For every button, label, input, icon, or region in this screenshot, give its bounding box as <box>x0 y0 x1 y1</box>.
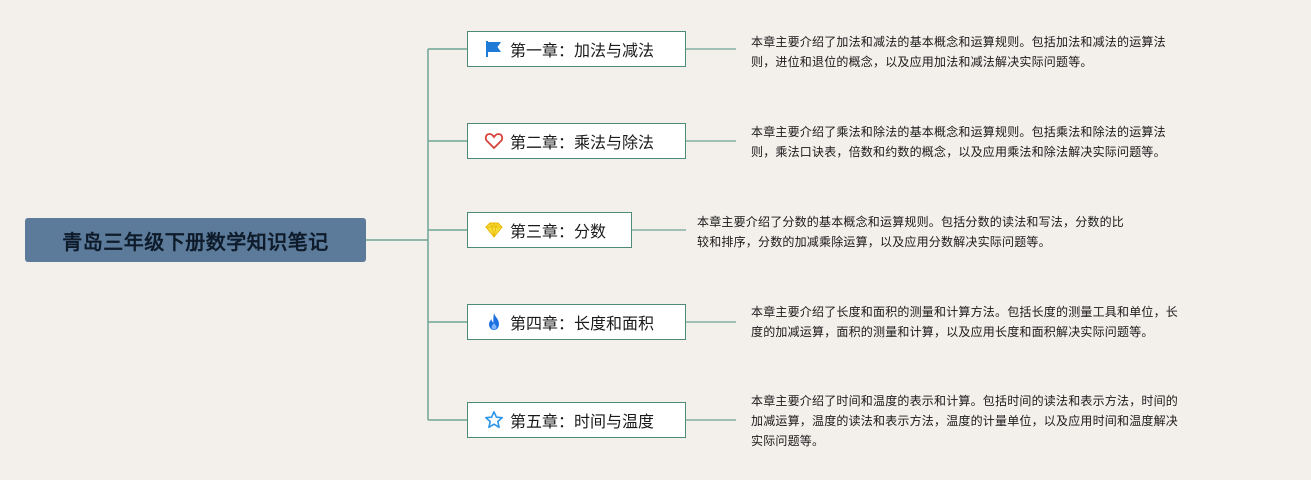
chapter-desc-4: 本章主要介绍了长度和面积的测量和计算方法。包括长度的测量工具和单位，长 度的加减… <box>751 305 1179 339</box>
chapter-desc-3: 本章主要介绍了分数的基本概念和运算规则。包括分数的读法和写法，分数的比 较和排序… <box>697 215 1125 249</box>
chapter-title-5: 第五章：时间与温度 <box>510 412 655 431</box>
star-icon <box>484 410 504 430</box>
chapter-node-3[interactable]: 第三章：分数 <box>467 212 632 248</box>
flag-icon <box>484 39 504 59</box>
chapter-desc-1: 本章主要介绍了加法和减法的基本概念和运算规则。包括加法和减法的运算法 则，进位和… <box>751 35 1166 69</box>
root-topic[interactable]: 青岛三年级下册数学知识笔记 <box>25 218 366 262</box>
chapter-title-1: 第一章：加法与减法 <box>510 41 655 60</box>
chapter-desc-5: 本章主要介绍了时间和温度的表示和计算。包括时间的读法和表示方法，时间的 加减运算… <box>751 394 1179 448</box>
chapter-node-4[interactable]: 第四章：长度和面积 <box>467 304 686 340</box>
diamond-icon <box>484 220 504 240</box>
chapter-node-1[interactable]: 第一章：加法与减法 <box>467 31 686 67</box>
chapter-title-2: 第二章：乘法与除法 <box>510 133 655 152</box>
chapter-title-3: 第三章：分数 <box>510 222 607 241</box>
chapter-title-4: 第四章：长度和面积 <box>510 314 655 333</box>
chapter-desc-2: 本章主要介绍了乘法和除法的基本概念和运算规则。包括乘法和除法的运算法 则，乘法口… <box>751 125 1166 159</box>
chapter-node-2[interactable]: 第二章：乘法与除法 <box>467 123 686 159</box>
root-title: 青岛三年级下册数学知识笔记 <box>62 229 329 254</box>
heart-icon <box>484 131 504 151</box>
chapter-node-5[interactable]: 第五章：时间与温度 <box>467 402 686 438</box>
flame-icon <box>484 312 504 332</box>
